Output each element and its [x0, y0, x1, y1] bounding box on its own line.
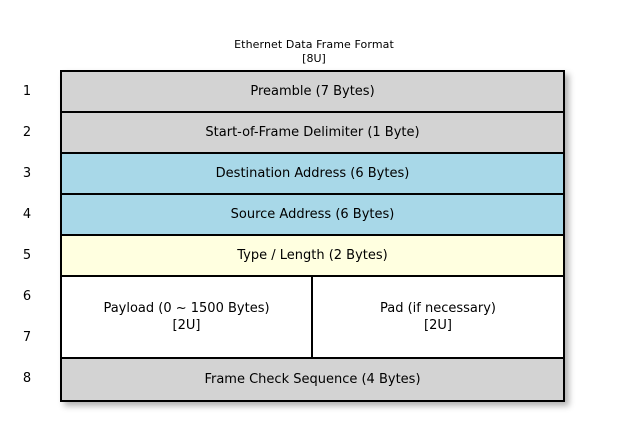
frame-field-label: Destination Address (6 Bytes) [215, 166, 410, 181]
frame-field-sublabel: [2U] [424, 318, 452, 333]
frame-field-type-length: Type / Length (2 Bytes) [62, 236, 563, 277]
frame-field-label: Source Address (6 Bytes) [230, 207, 395, 222]
frame-field-label: Frame Check Sequence (4 Bytes) [204, 372, 421, 387]
frame-field-label: Payload (0 ~ 1500 Bytes) [103, 301, 270, 316]
frame-field-label: Start-of-Frame Delimiter (1 Byte) [205, 125, 420, 140]
frame-field-payload-pad-row: Payload (0 ~ 1500 Bytes) [2U] Pad (if ne… [62, 277, 563, 359]
frame-field-start-of-frame-delimiter: Start-of-Frame Delimiter (1 Byte) [62, 113, 563, 154]
row-number-2: 2 [22, 125, 32, 140]
ethernet-frame-diagram: 1 2 3 4 5 6 7 8 Preamble (7 Bytes) Start… [0, 70, 628, 402]
frame-field-payload: Payload (0 ~ 1500 Bytes) [2U] [62, 277, 313, 357]
frame-field-pad: Pad (if necessary) [2U] [313, 277, 563, 357]
frame-field-source-address: Source Address (6 Bytes) [62, 195, 563, 236]
diagram-title-block: Ethernet Data Frame Format [8U] [0, 38, 628, 65]
row-number-gutter: 1 2 3 4 5 6 7 8 [0, 70, 60, 399]
frame-field-label: Pad (if necessary) [379, 301, 496, 316]
row-number-4: 4 [22, 207, 32, 222]
row-number-8: 8 [22, 371, 32, 386]
frame-field-stack: Preamble (7 Bytes) Start-of-Frame Delimi… [60, 70, 565, 402]
frame-field-sublabel: [2U] [172, 318, 201, 333]
frame-field-preamble: Preamble (7 Bytes) [62, 72, 563, 113]
row-number-6: 6 [22, 289, 32, 304]
row-number-7: 7 [22, 330, 32, 345]
row-number-5: 5 [22, 248, 32, 263]
row-number-1: 1 [22, 84, 32, 99]
frame-field-frame-check-sequence: Frame Check Sequence (4 Bytes) [62, 359, 563, 400]
frame-field-label: Type / Length (2 Bytes) [237, 248, 388, 263]
page-subtitle: [8U] [302, 52, 326, 65]
frame-field-destination-address: Destination Address (6 Bytes) [62, 154, 563, 195]
row-number-3: 3 [22, 166, 32, 181]
frame-field-label: Preamble (7 Bytes) [250, 84, 375, 99]
page-title: Ethernet Data Frame Format [234, 38, 394, 51]
